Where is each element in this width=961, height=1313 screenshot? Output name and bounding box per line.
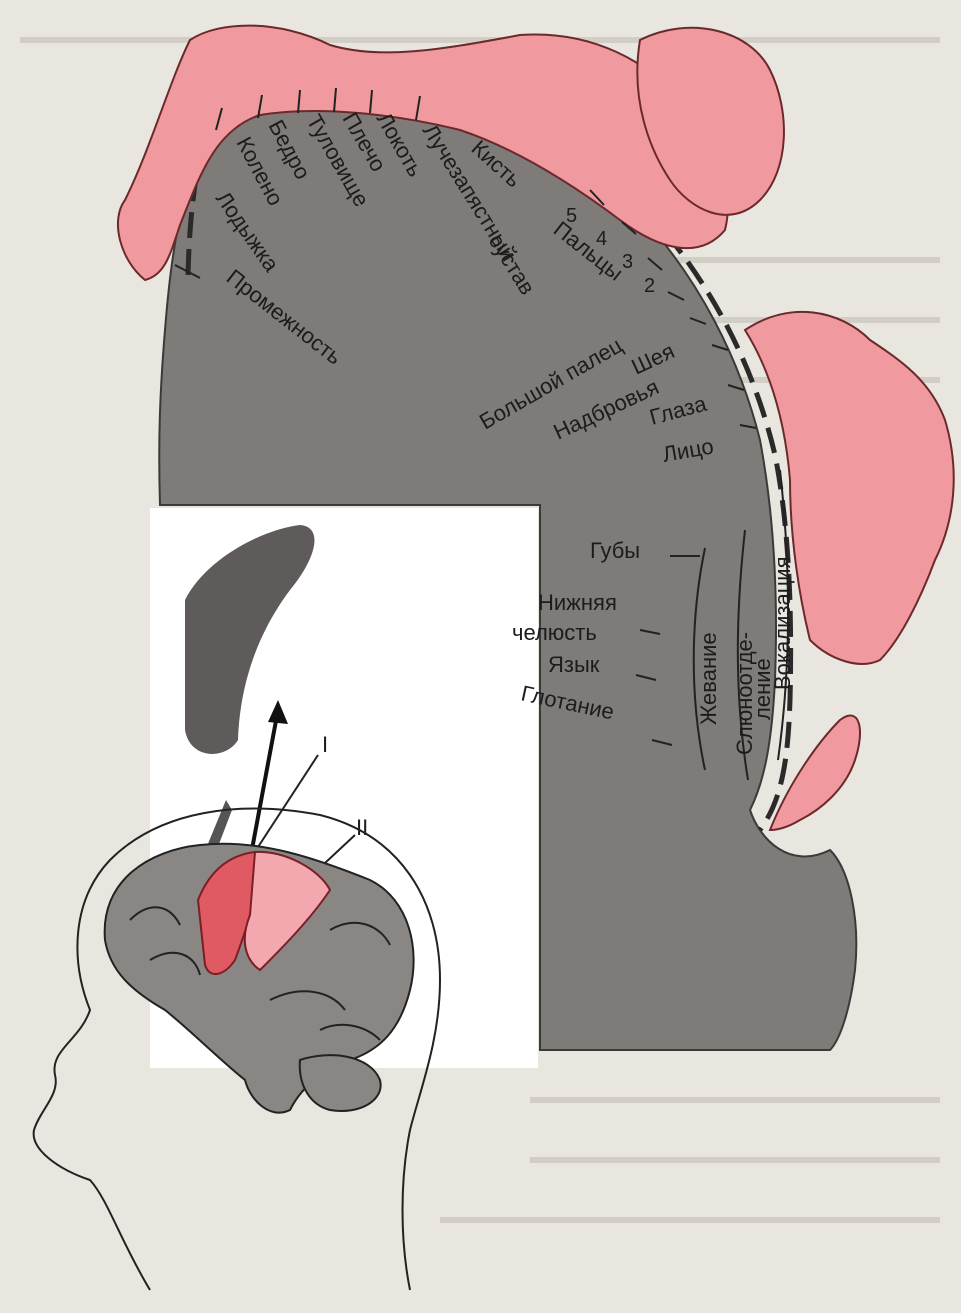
label-vokalizatsiya: Вокализация [770,556,795,690]
label-guby: Губы [590,538,640,563]
label-zhevanie: Жевание [696,632,721,725]
finger-number-5: 5 [566,205,577,227]
finger-number-2: 2 [644,275,655,297]
marker-ii: II [356,815,368,840]
finger-number-4: 4 [596,228,607,250]
label-nizhnyaya: Нижняя [538,590,617,615]
finger-number-3: 3 [622,251,633,273]
label-yazyk: Язык [548,652,600,677]
marker-i: I [322,732,328,757]
label-chelyust: челюсть [512,620,597,645]
